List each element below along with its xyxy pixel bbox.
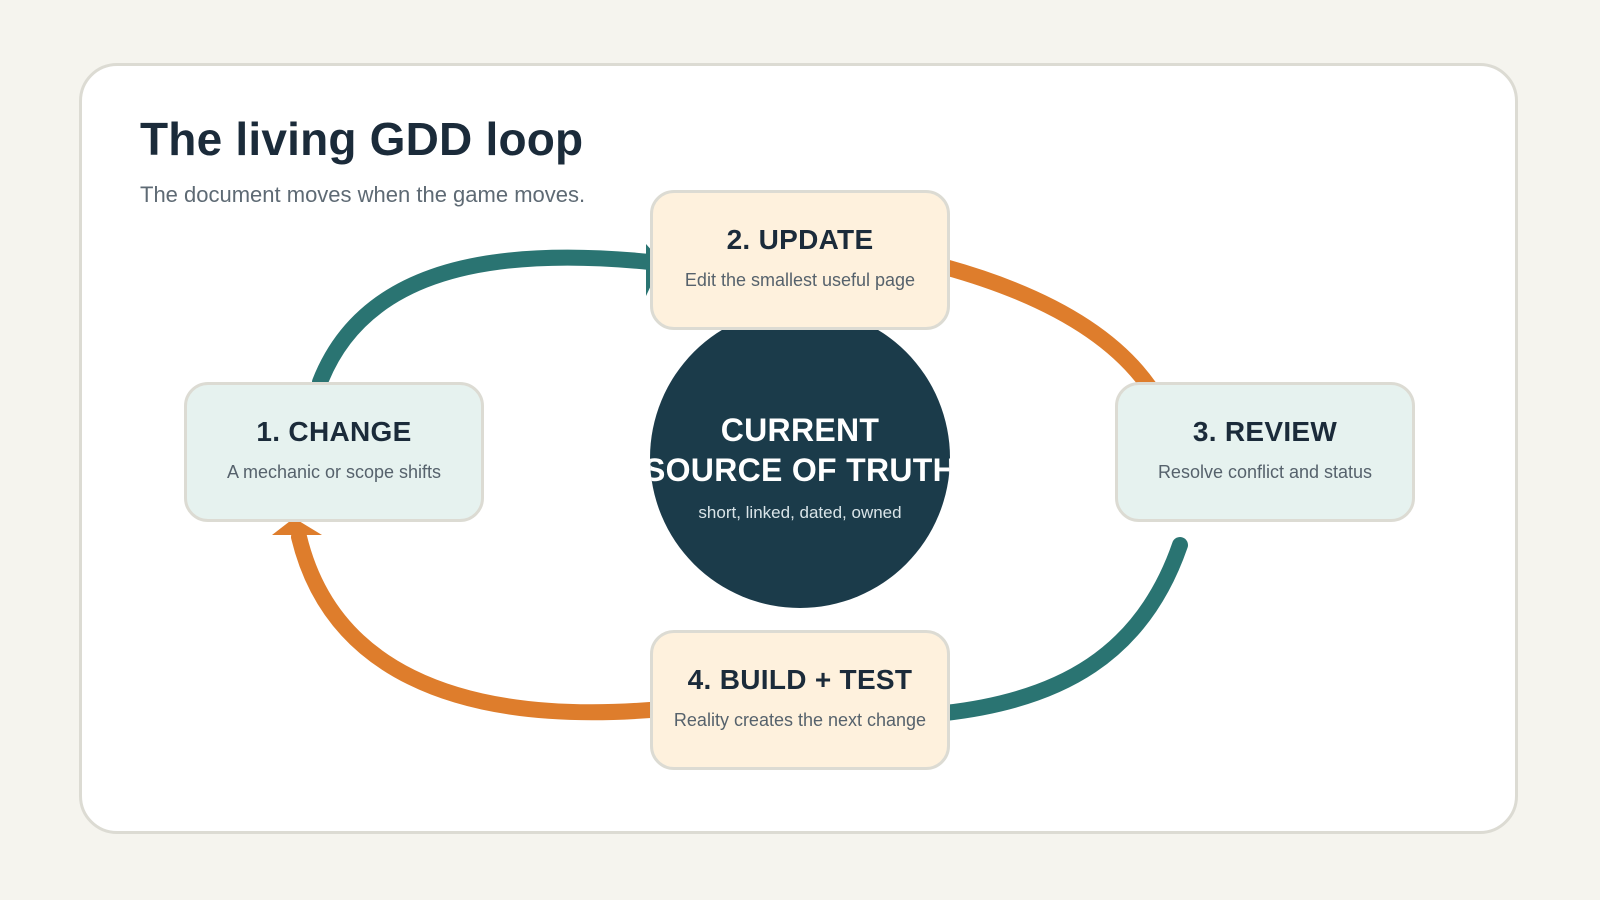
page-subtitle: The document moves when the game moves. bbox=[140, 182, 586, 207]
step-description: Edit the smallest useful page bbox=[684, 270, 916, 290]
arrow-change-to-update bbox=[312, 249, 658, 390]
arrow-review-to-build bbox=[937, 537, 1188, 721]
center-title-line-1: CURRENT bbox=[720, 412, 880, 448]
arrowhead-change-icon bbox=[272, 518, 322, 535]
center-caption: short, linked, dated, owned bbox=[698, 503, 902, 522]
page-title: The living GDD loop bbox=[140, 113, 584, 165]
step-title: 2. UPDATE bbox=[726, 224, 874, 255]
arrow-update-to-review bbox=[937, 259, 1158, 396]
step-description: Resolve conflict and status bbox=[1157, 462, 1373, 482]
step-change: 1. CHANGE A mechanic or scope shifts bbox=[184, 382, 484, 522]
center-title: CURRENT SOURCE OF TRUTH bbox=[650, 410, 950, 490]
step-description: Reality creates the next change bbox=[673, 710, 927, 730]
arrow-build-to-change bbox=[291, 529, 658, 721]
step-title: 1. CHANGE bbox=[256, 416, 412, 447]
center-source-of-truth: CURRENT SOURCE OF TRUTH short, linked, d… bbox=[650, 308, 950, 608]
step-update: 2. UPDATE Edit the smallest useful page bbox=[650, 190, 950, 330]
step-review: 3. REVIEW Resolve conflict and status bbox=[1115, 382, 1415, 522]
step-title: 4. BUILD + TEST bbox=[687, 664, 913, 695]
step-description: A mechanic or scope shifts bbox=[226, 462, 442, 482]
step-title: 3. REVIEW bbox=[1192, 416, 1338, 447]
center-title-line-2: SOURCE OF TRUTH bbox=[650, 452, 950, 488]
step-build-test: 4. BUILD + TEST Reality creates the next… bbox=[650, 630, 950, 770]
